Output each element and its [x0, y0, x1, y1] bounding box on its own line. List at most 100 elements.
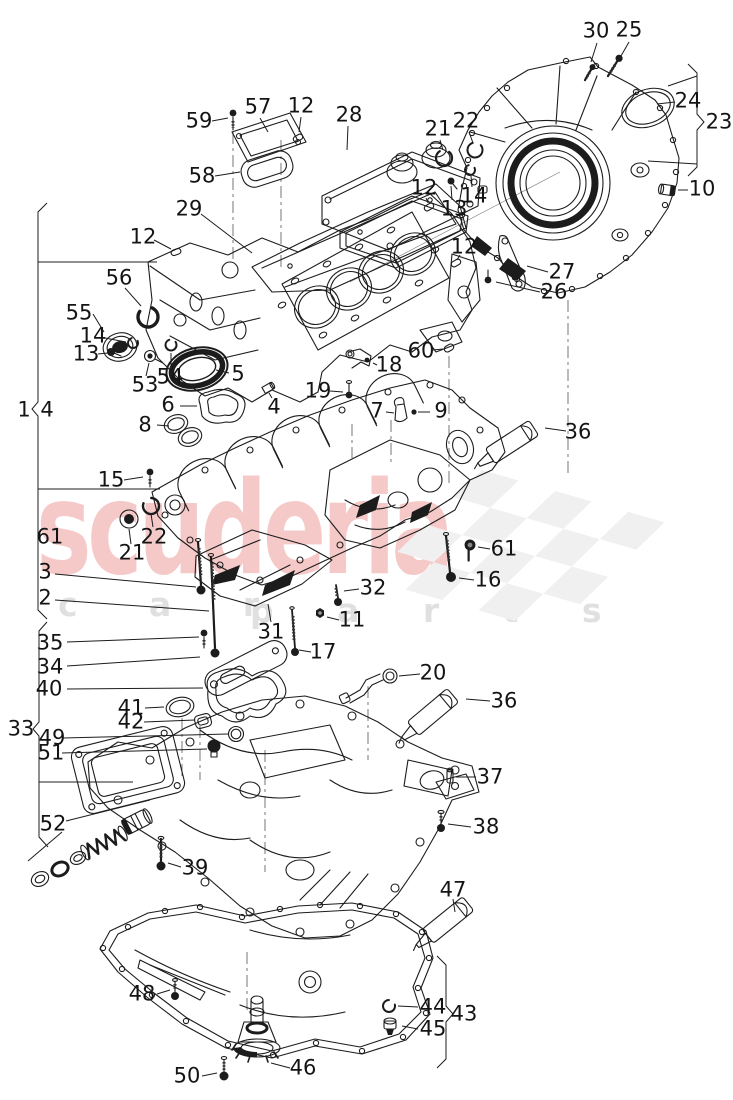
- suction-funnel-46: [231, 995, 281, 1063]
- relief-valve-52: [30, 808, 153, 888]
- main-bearing-saddles: [177, 373, 424, 512]
- callout-8: 8: [138, 412, 152, 437]
- callout-48: 48: [128, 981, 156, 1006]
- bolt-16: [442, 531, 456, 582]
- callout-40: 40: [35, 676, 63, 701]
- callout-39: 39: [181, 855, 209, 880]
- seal-ring-24: [621, 87, 675, 129]
- gasket-42: [193, 712, 213, 730]
- callout-47: 47: [439, 877, 467, 902]
- watermark-parts: p a r t s: [250, 591, 628, 630]
- bracket-18: [345, 348, 372, 369]
- oil-pump-body: [324, 439, 471, 549]
- bolt-13-right: [447, 177, 458, 190]
- pan-flange-holes: [99, 901, 433, 1059]
- callout-53: 53: [131, 372, 159, 397]
- callout-14: 14: [79, 323, 107, 348]
- callout-34: 34: [36, 654, 64, 679]
- callout-3: 3: [38, 559, 52, 584]
- bolt-17: [289, 606, 299, 656]
- screw-35: [200, 629, 208, 649]
- snap-ring-21: [434, 148, 454, 168]
- callout-12: 12: [287, 93, 315, 118]
- snap-ring-22: [466, 141, 484, 159]
- callout-27: 27: [548, 259, 576, 284]
- bolt-48: [171, 978, 179, 1000]
- washer-14-left: [127, 337, 139, 349]
- callout-37: 37: [476, 764, 504, 789]
- callout-25: 25: [615, 17, 643, 42]
- dowel-12-left: [170, 247, 182, 257]
- callout-33: 33: [7, 716, 35, 741]
- callout-51: 51: [37, 740, 65, 765]
- callout-57: 57: [244, 94, 272, 119]
- sealant-tube-36-upper: [473, 420, 539, 470]
- callout-17: 17: [309, 639, 337, 664]
- plug-4: [261, 381, 276, 395]
- callout-24: 24: [674, 88, 702, 113]
- snap-ring-56: [136, 305, 160, 329]
- oil-module-28: [321, 140, 488, 251]
- callout-26: 26: [540, 279, 568, 304]
- bolt-50: [219, 1055, 229, 1081]
- callout-18: 18: [375, 352, 403, 377]
- callout-9: 9: [434, 398, 448, 423]
- callout-6: 6: [161, 392, 175, 417]
- bracket-1-4: [31, 202, 48, 620]
- drain-plug-45: [383, 1017, 397, 1035]
- gasket-holes: [277, 226, 440, 339]
- bolt-39: [156, 835, 166, 871]
- sealant-tube-36-lower: [398, 689, 459, 744]
- callout-leader-lines: [27, 41, 688, 1077]
- cover-plate-57: [231, 112, 307, 163]
- callout-30: 30: [582, 18, 610, 43]
- watermark-brand-text: scuderia: [36, 455, 454, 604]
- callout-16: 16: [474, 567, 502, 592]
- washer-54: [164, 338, 178, 352]
- callout-12: 12: [410, 175, 438, 200]
- screw-15: [146, 468, 154, 488]
- dowel-12-top: [292, 133, 304, 143]
- bracket-33: [32, 621, 49, 848]
- callout-32: 32: [359, 575, 387, 600]
- sealing-cap-55: [102, 332, 138, 362]
- callout-56: 56: [105, 265, 133, 290]
- cylinder-block: [145, 183, 481, 403]
- callout-2: 2: [38, 585, 52, 610]
- callout-45: 45: [419, 1016, 447, 1041]
- dowel-12-a: [423, 202, 435, 212]
- callout-19: 19: [304, 378, 332, 403]
- callout-29: 29: [175, 196, 203, 221]
- housing-small-parts: [423, 54, 676, 292]
- bolt-25: [606, 54, 623, 78]
- engine-mount-lug: [447, 253, 481, 323]
- bolt-32: [334, 584, 342, 606]
- bolt-26: [484, 269, 492, 284]
- callout-36: 36: [564, 419, 592, 444]
- washer-44: [382, 999, 396, 1013]
- callout-21: 21: [424, 116, 452, 141]
- callout-4: 4: [40, 397, 54, 422]
- stud-bolt-2: [207, 552, 220, 658]
- callout-38: 38: [472, 814, 500, 839]
- stud-bolt-3: [194, 537, 206, 595]
- callout-59: 59: [185, 108, 213, 133]
- callout-35: 35: [36, 630, 64, 655]
- link-20: [338, 668, 398, 705]
- bolt-19: [345, 379, 353, 399]
- bolt-13-left: [107, 348, 122, 357]
- plug-51: [207, 739, 221, 758]
- bracket-23: [687, 63, 705, 177]
- callout-44: 44: [419, 994, 447, 1019]
- callout-23: 23: [705, 109, 733, 134]
- callout-49: 49: [38, 725, 66, 750]
- washer-14-right: [464, 164, 476, 176]
- callout-14: 14: [460, 183, 488, 208]
- snap-ring-22-left: [141, 496, 161, 516]
- screw-9: [411, 409, 417, 415]
- screw-59: [229, 109, 237, 131]
- bolt-38: [437, 809, 445, 832]
- callout-54: 54: [156, 364, 184, 389]
- callout-4: 4: [267, 394, 281, 419]
